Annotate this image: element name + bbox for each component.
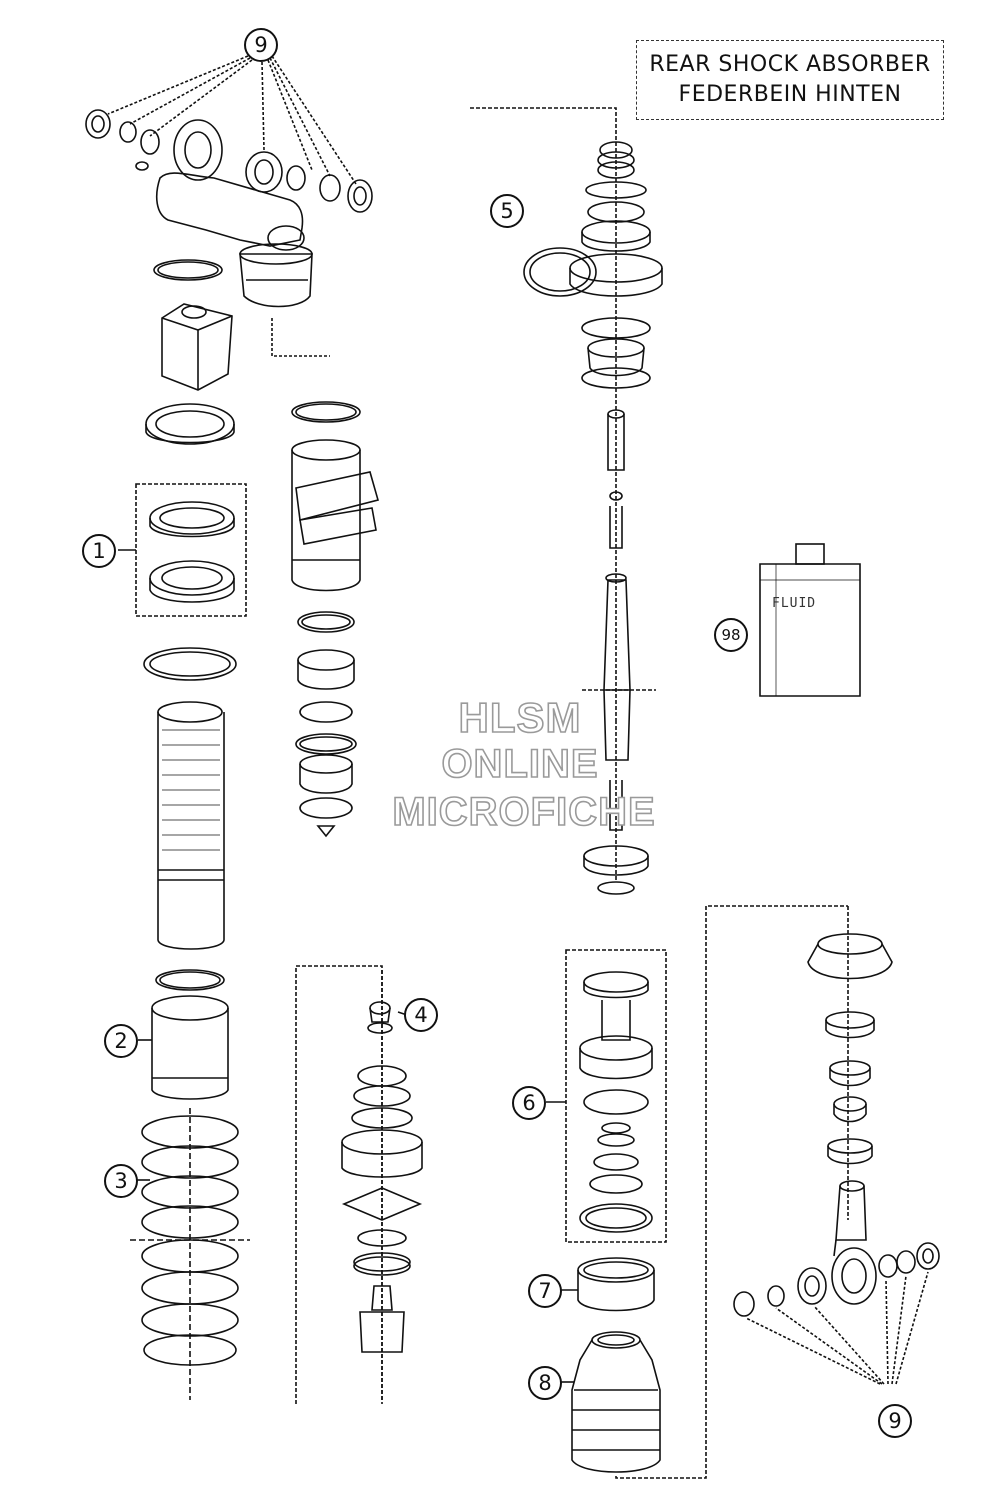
callout-4: 4	[404, 998, 438, 1032]
watermark-line-1: HLSM	[458, 693, 582, 742]
title-line-english: REAR SHOCK ABSORBER	[649, 52, 931, 77]
compression-valve-column-part	[295, 965, 423, 1404]
callout-3: 3	[104, 1164, 138, 1198]
callout-9-top: 9	[244, 28, 278, 62]
callout-6: 6	[512, 1086, 546, 1120]
lower-mount-assembly-part	[733, 906, 940, 1385]
piston-rod-assembly-part	[470, 107, 663, 895]
callout-8: 8	[528, 1366, 562, 1400]
damper-body-part	[143, 647, 237, 950]
callout-1: 1	[82, 534, 116, 568]
adjuster-nut-set-part	[118, 483, 247, 617]
reservoir-column-part	[291, 401, 379, 838]
seal-head-and-boot-part	[560, 905, 848, 1479]
callout-2: 2	[104, 1024, 138, 1058]
callout-7: 7	[528, 1274, 562, 1308]
spring-seat-part	[138, 969, 229, 1100]
coil-spring-part	[130, 1108, 250, 1400]
rebound-valve-assembly-part	[546, 949, 667, 1243]
callout-98: 98	[714, 618, 748, 652]
callout-9-bottom: 9	[878, 1404, 912, 1438]
upper-mount-head-part	[85, 55, 373, 445]
fluid-bottle-label: FLUID	[772, 596, 817, 611]
callout-5: 5	[490, 194, 524, 228]
title-line-german: FEDERBEIN HINTEN	[678, 82, 902, 107]
diagram-title-box: REAR SHOCK ABSORBER FEDERBEIN HINTEN	[636, 40, 944, 120]
fluid-bottle-part	[759, 543, 861, 697]
watermark-line-3: MICROFICHE	[392, 789, 656, 835]
watermark-line-2: ONLINE	[441, 741, 599, 787]
